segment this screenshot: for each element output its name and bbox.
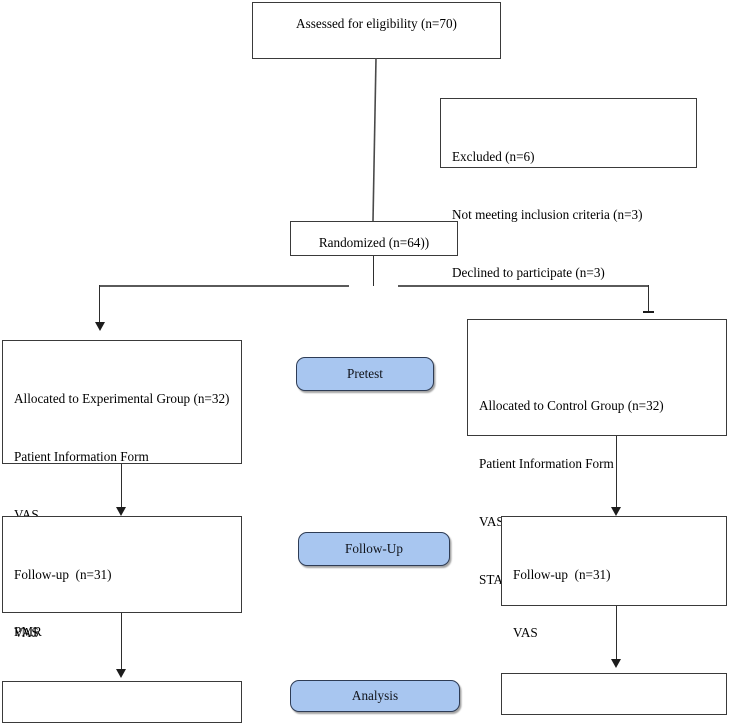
followup-experimental-box: Follow-up (n=31) VAS STAI I Patient Foll…	[2, 516, 242, 698]
excluded-box: Excluded (n=6) Not meeting inclusion cri…	[440, 98, 697, 280]
stage-label-analysis[interactable]: Analysis	[290, 680, 460, 712]
alloc-ctrl-line-1: Allocated to Control Group (n=32)	[479, 397, 664, 413]
stage-label-pretest-text: Pretest	[347, 366, 383, 381]
analysed-control-box: Analysed (n=31)	[501, 673, 727, 725]
alloc-ctrl-line-2: Patient Information Form	[479, 456, 614, 472]
assessed-for-eligibility-box: Assessed for eligibility (n=70)	[252, 2, 501, 59]
alloc-ctrl-line-3: VAS	[479, 514, 504, 530]
randomized-line-1: Randomized (n=64))	[318, 235, 430, 250]
stage-label-analysis-text: Analysis	[351, 688, 399, 703]
followup-exp-line-1: Follow-up (n=31)	[14, 566, 112, 582]
analysed-experimental-box: Analysed (n=31)	[2, 681, 242, 723]
allocated-control-group-box: Allocated to Control Group (n=32) Patien…	[467, 319, 727, 587]
stage-label-followup[interactable]: Follow-Up	[298, 532, 450, 566]
excluded-line-1: Excluded (n=6)	[452, 148, 535, 164]
assessed-line-1: Assessed for eligibility (n=70)	[296, 16, 457, 31]
excluded-line-3: Declined to participate (n=3)	[452, 265, 605, 281]
analysed-ctrl-line-1: Analysed (n=31)	[513, 722, 715, 725]
stage-label-pretest[interactable]: Pretest	[296, 357, 434, 391]
experimental-allocation-to-followup-line	[121, 464, 123, 510]
control-followup-to-analysed-line	[616, 606, 618, 662]
split-arrowhead-left-icon	[95, 322, 105, 331]
randomized-split-stub	[373, 256, 375, 286]
control-allocation-to-followup-line	[616, 436, 618, 510]
randomized-box: Randomized (n=64))	[290, 221, 458, 256]
split-drop-left	[99, 285, 101, 324]
followup-ctrl-line-2: VAS	[513, 625, 538, 641]
split-drop-right	[648, 285, 650, 313]
split-horizontal-left	[99, 285, 349, 287]
excluded-line-2: Not meeting inclusion criteria (n=3)	[452, 207, 643, 223]
experimental-followup-to-analysed-line	[121, 613, 123, 671]
followup-ctrl-line-1: Follow-up (n=31)	[513, 566, 611, 582]
split-stopbar-right-icon	[643, 311, 654, 314]
alloc-exp-line-2: Patient Information Form	[14, 449, 149, 465]
followup-exp-line-2: VAS	[14, 625, 39, 641]
assessed-to-randomized-connector	[372, 57, 377, 222]
stage-label-followup-text: Follow-Up	[345, 541, 403, 556]
allocated-experimental-group-box: Allocated to Experimental Group (n=32) P…	[2, 340, 242, 639]
alloc-exp-line-5: PMR	[14, 623, 42, 639]
split-horizontal-right	[398, 285, 649, 287]
alloc-exp-line-1: Allocated to Experimental Group (n=32)	[14, 390, 230, 406]
followup-control-box: Follow-up (n=31) VAS STAI I Patient Foll…	[501, 516, 727, 698]
experimental-allocation-arrowhead-icon	[116, 507, 126, 516]
experimental-followup-arrowhead-icon	[116, 669, 126, 678]
control-followup-arrowhead-icon	[611, 659, 621, 668]
control-allocation-arrowhead-icon	[611, 507, 621, 516]
